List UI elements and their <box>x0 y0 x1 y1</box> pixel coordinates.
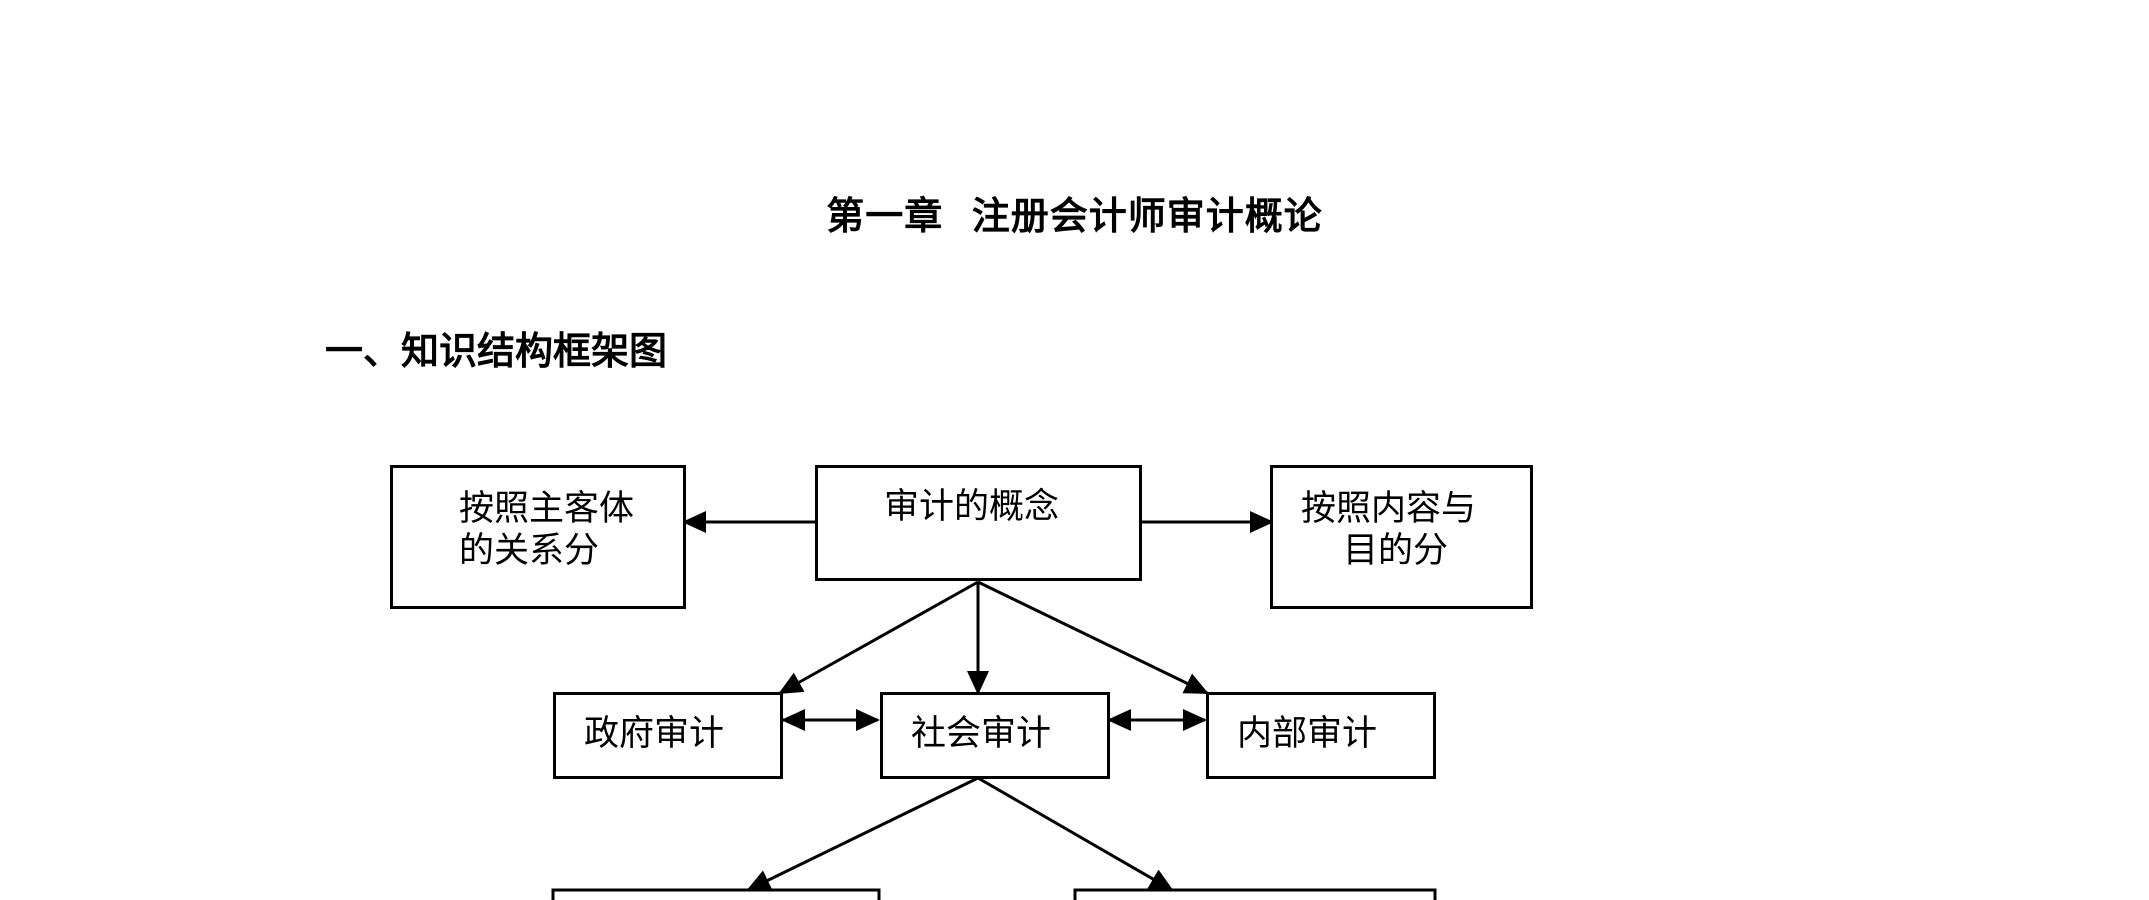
classification-by-content-box: 按照内容与 目的分 <box>1270 465 1533 609</box>
social-audit-label: 社会审计 <box>911 714 1052 754</box>
section-heading: 一、知识结构框架图 <box>325 328 668 373</box>
government-audit-box: 政府审计 <box>553 692 783 779</box>
lower-right-box <box>1073 888 1437 900</box>
audit-concept-label: 审计的概念 <box>884 487 1060 527</box>
arrow-social-to-lower-left <box>746 776 979 892</box>
content-box-line1: 按照内容与 <box>1301 489 1477 529</box>
internal-audit-label: 内部审计 <box>1237 714 1378 754</box>
lower-left-box <box>551 888 881 900</box>
arrow-concept-to-internal <box>977 580 1209 695</box>
internal-audit-box: 内部审计 <box>1206 692 1436 779</box>
classification-by-relationship-box: 按照主客体 的关系分 <box>390 465 686 609</box>
relationship-box-line1: 按照主客体 <box>459 489 635 529</box>
content-box-line2: 目的分 <box>1343 531 1449 571</box>
government-audit-label: 政府审计 <box>584 714 725 754</box>
arrow-concept-to-government <box>778 580 979 695</box>
social-audit-box: 社会审计 <box>880 692 1110 779</box>
relationship-box-line2: 的关系分 <box>459 531 600 571</box>
chapter-title: 第一章 注册会计师审计概论 <box>826 193 1323 238</box>
audit-concept-box: 审计的概念 <box>815 465 1142 581</box>
arrow-social-to-lower-right <box>977 776 1174 892</box>
